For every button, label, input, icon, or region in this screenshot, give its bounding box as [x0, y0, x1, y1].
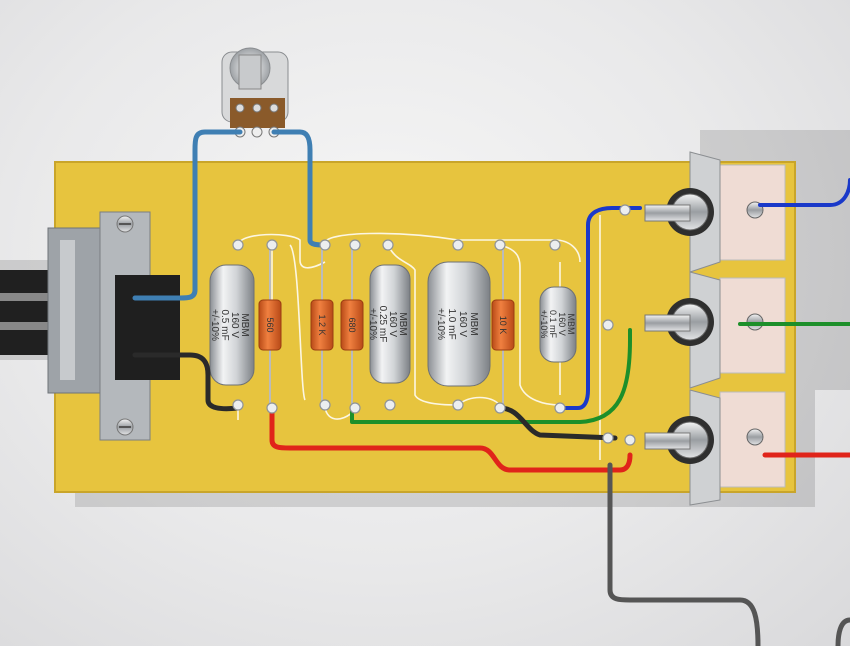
- capacitor-c4: MBM 160 V 0.1 mF +/-10%: [539, 286, 577, 363]
- cap-tolerance: +/-10%: [435, 308, 446, 340]
- pot-terminal: [251, 126, 263, 138]
- wire-red: [269, 407, 633, 473]
- cap-capacitance: 1.0 mF: [446, 308, 457, 339]
- wires: [132, 129, 850, 646]
- cap-tolerance: +/-10%: [367, 308, 378, 340]
- capacitor-c3: MBM 160 V 1.0 mF +/-10%: [427, 261, 491, 387]
- wire-green: [350, 328, 632, 424]
- wire-black-left: [132, 352, 241, 412]
- cap-capacitance: 0.1 mF: [548, 310, 558, 339]
- cap-brand: MBM: [566, 314, 576, 335]
- cap-tolerance: +/-10%: [539, 310, 549, 339]
- capacitor-c2: MBM 160 V 0.25 mF +/-10%: [367, 264, 411, 384]
- wire-black-center: [497, 405, 618, 441]
- transformer-winding: [115, 275, 180, 380]
- resistor-value: 560: [265, 317, 275, 332]
- transformer-left-block: [0, 270, 50, 355]
- cap-brand: MBM: [397, 312, 408, 335]
- capacitor-c1: MBM 160 V 0.5 mF +/-10%: [209, 264, 255, 386]
- terminal-bottom: [644, 389, 786, 506]
- resistor-r2: 1.2 K: [310, 245, 334, 405]
- cap-brand: MBM: [239, 313, 250, 336]
- cap-voltage: 160 V: [557, 312, 567, 336]
- cap-voltage: 160 V: [457, 311, 468, 337]
- wire-pot-right: [271, 129, 328, 248]
- wire-blue: [558, 206, 642, 410]
- resistor-r1: 560: [258, 245, 282, 405]
- potentiometer: [221, 47, 289, 138]
- cap-voltage: 160 V: [229, 312, 240, 338]
- resistor-r3: 680: [340, 245, 364, 405]
- wire-gray-right: [835, 617, 850, 646]
- resistor-value: 1.2 K: [317, 314, 327, 335]
- cap-tolerance: +/-10%: [209, 309, 220, 341]
- speaker-terminals: [644, 151, 786, 506]
- cap-voltage: 160 V: [387, 311, 398, 337]
- transformer: [0, 211, 180, 441]
- pot-base: [230, 98, 285, 128]
- wire-pot-left: [132, 129, 243, 301]
- cap-brand: MBM: [468, 312, 479, 335]
- solder-pads: [232, 204, 636, 446]
- cap-capacitance: 0.5 mF: [219, 309, 230, 340]
- cap-capacitance: 0.25 mF: [377, 306, 388, 343]
- resistor-value: 10 K: [498, 316, 508, 335]
- resistor-r4: 10 K: [491, 245, 515, 405]
- resistor-value: 680: [347, 317, 357, 332]
- terminal-top: [644, 151, 786, 273]
- wire-gray: [607, 462, 761, 646]
